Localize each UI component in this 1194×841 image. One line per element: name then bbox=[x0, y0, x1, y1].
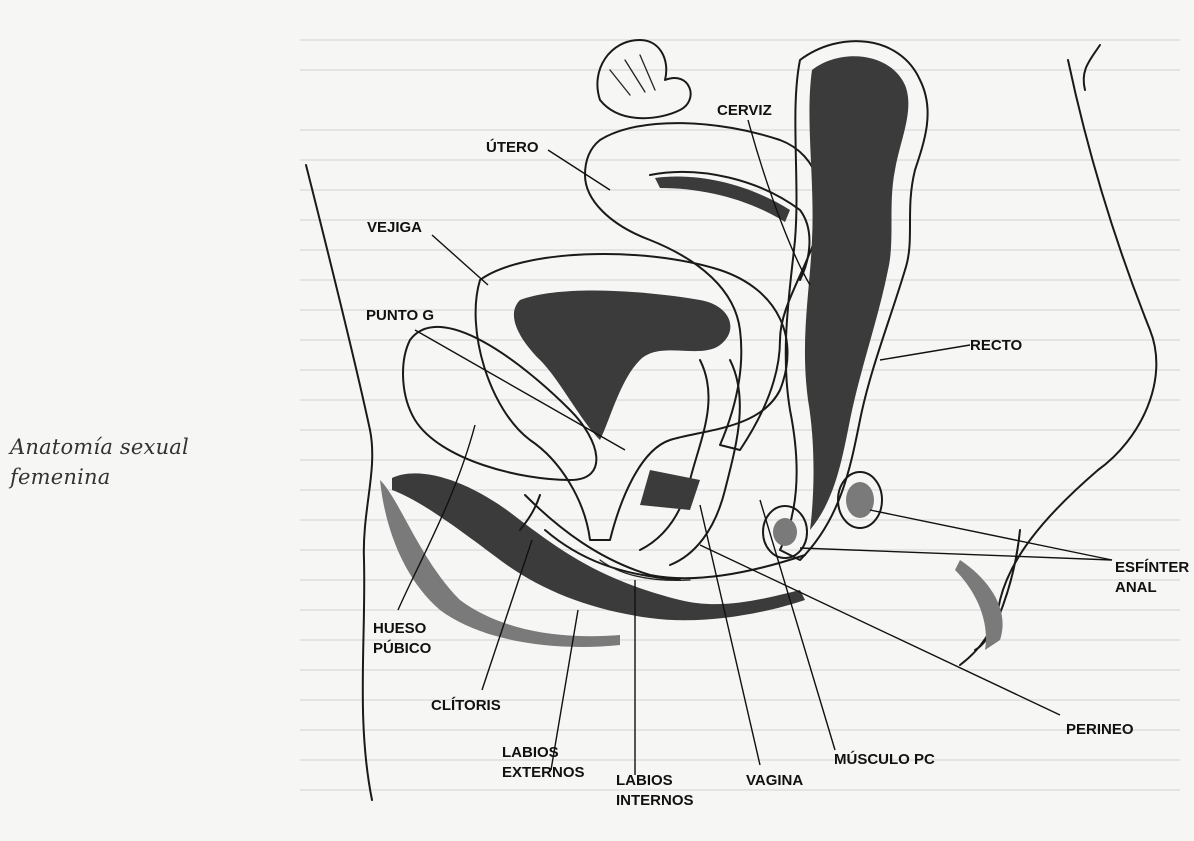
label-labios-internos-1: LABIOS bbox=[616, 772, 673, 789]
label-labios-externos-2: EXTERNOS bbox=[502, 764, 585, 781]
label-hueso-2: PÚBICO bbox=[373, 639, 432, 657]
label-recto: RECTO bbox=[970, 337, 1023, 354]
label-utero: ÚTERO bbox=[486, 138, 539, 156]
label-vagina: VAGINA bbox=[746, 772, 803, 789]
label-esfinter-1: ESFÍNTER bbox=[1115, 559, 1189, 576]
label-cerviz: CERVIZ bbox=[717, 102, 772, 119]
label-hueso-1: HUESO bbox=[373, 620, 427, 637]
label-musculo-pc: MÚSCULO PC bbox=[834, 750, 935, 768]
label-vejiga: VEJIGA bbox=[367, 219, 422, 236]
label-perineo: PERINEO bbox=[1066, 721, 1134, 738]
rectum bbox=[780, 41, 928, 560]
vagina bbox=[640, 360, 740, 565]
label-clitoris: CLÍTORIS bbox=[431, 697, 501, 714]
leader-lines bbox=[398, 120, 1112, 775]
bladder bbox=[476, 254, 788, 540]
label-labios-externos-1: LABIOS bbox=[502, 744, 559, 761]
body-outline bbox=[306, 45, 1156, 800]
label-esfinter-2: ANAL bbox=[1115, 579, 1157, 596]
label-labios-internos-2: INTERNOS bbox=[616, 792, 694, 809]
label-punto-g: PUNTO G bbox=[366, 307, 434, 324]
